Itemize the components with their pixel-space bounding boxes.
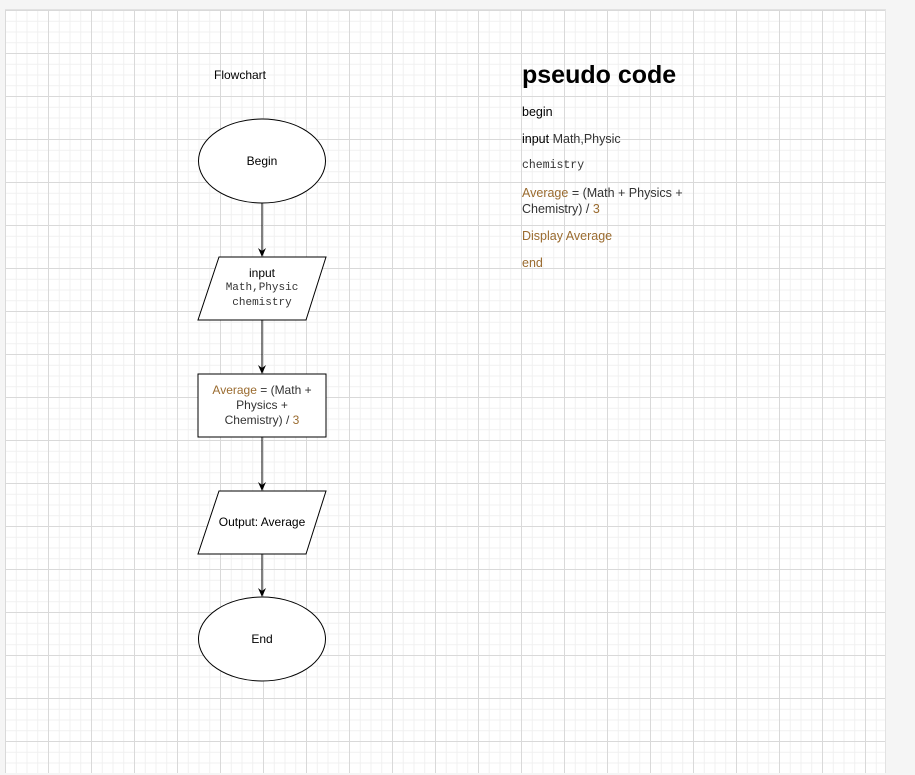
pseudo-average-expr: = (Math + Physics + Chemistry) / [522,186,683,216]
input-vars-line2: chemistry [232,297,292,309]
pseudo-end: end [522,256,543,270]
pseudo-chemistry: chemistry [522,159,585,172]
expr-start: = (Math + [256,383,312,397]
pseudo-average-divisor: 3 [592,202,600,216]
pseudo-input: input Math,Physic [522,131,722,147]
output-label: Output: Average [218,515,306,529]
expr-end: Chemistry) / [224,413,293,427]
input-parallelogram[interactable] [197,256,327,321]
pseudo-title: pseudo code [522,61,677,89]
pseudo-average: Average = (Math + Physics + Chemistry) /… [522,185,722,217]
pseudo-code-block[interactable]: pseudo code begin input Math,Physic chem… [522,61,722,282]
process-rectangle[interactable] [197,373,327,438]
output-parallelogram[interactable] [197,490,327,555]
input-label: input Math,Physic chemistry [202,266,322,311]
pseudo-input-keyword: input [522,132,550,146]
pseudo-begin: begin [522,105,553,119]
flowchart-title[interactable]: Flowchart [213,68,266,82]
pseudo-display: Display Average [522,229,613,243]
begin-label: Begin [246,154,278,168]
input-vars-line1: Math,Physic [225,282,299,294]
average-var: Average [212,383,257,397]
pseudo-input-vars: Math,Physic [549,132,621,146]
drawing-canvas[interactable]: Flowchart Begin input Math,Physic chemis… [5,9,886,773]
end-terminator[interactable] [198,596,326,682]
pseudo-average-var: Average [522,186,569,200]
end-label: End [251,632,273,646]
process-label: Average = (Math + Physics + Chemistry) /… [198,383,326,428]
input-keyword: input [248,266,276,280]
process-line2: Physics + [236,398,288,412]
flowchart-diagram [197,118,327,682]
divisor: 3 [292,413,300,427]
process-line1: Average = (Math + [198,383,326,398]
process-line3: Chemistry) / 3 [198,413,326,428]
